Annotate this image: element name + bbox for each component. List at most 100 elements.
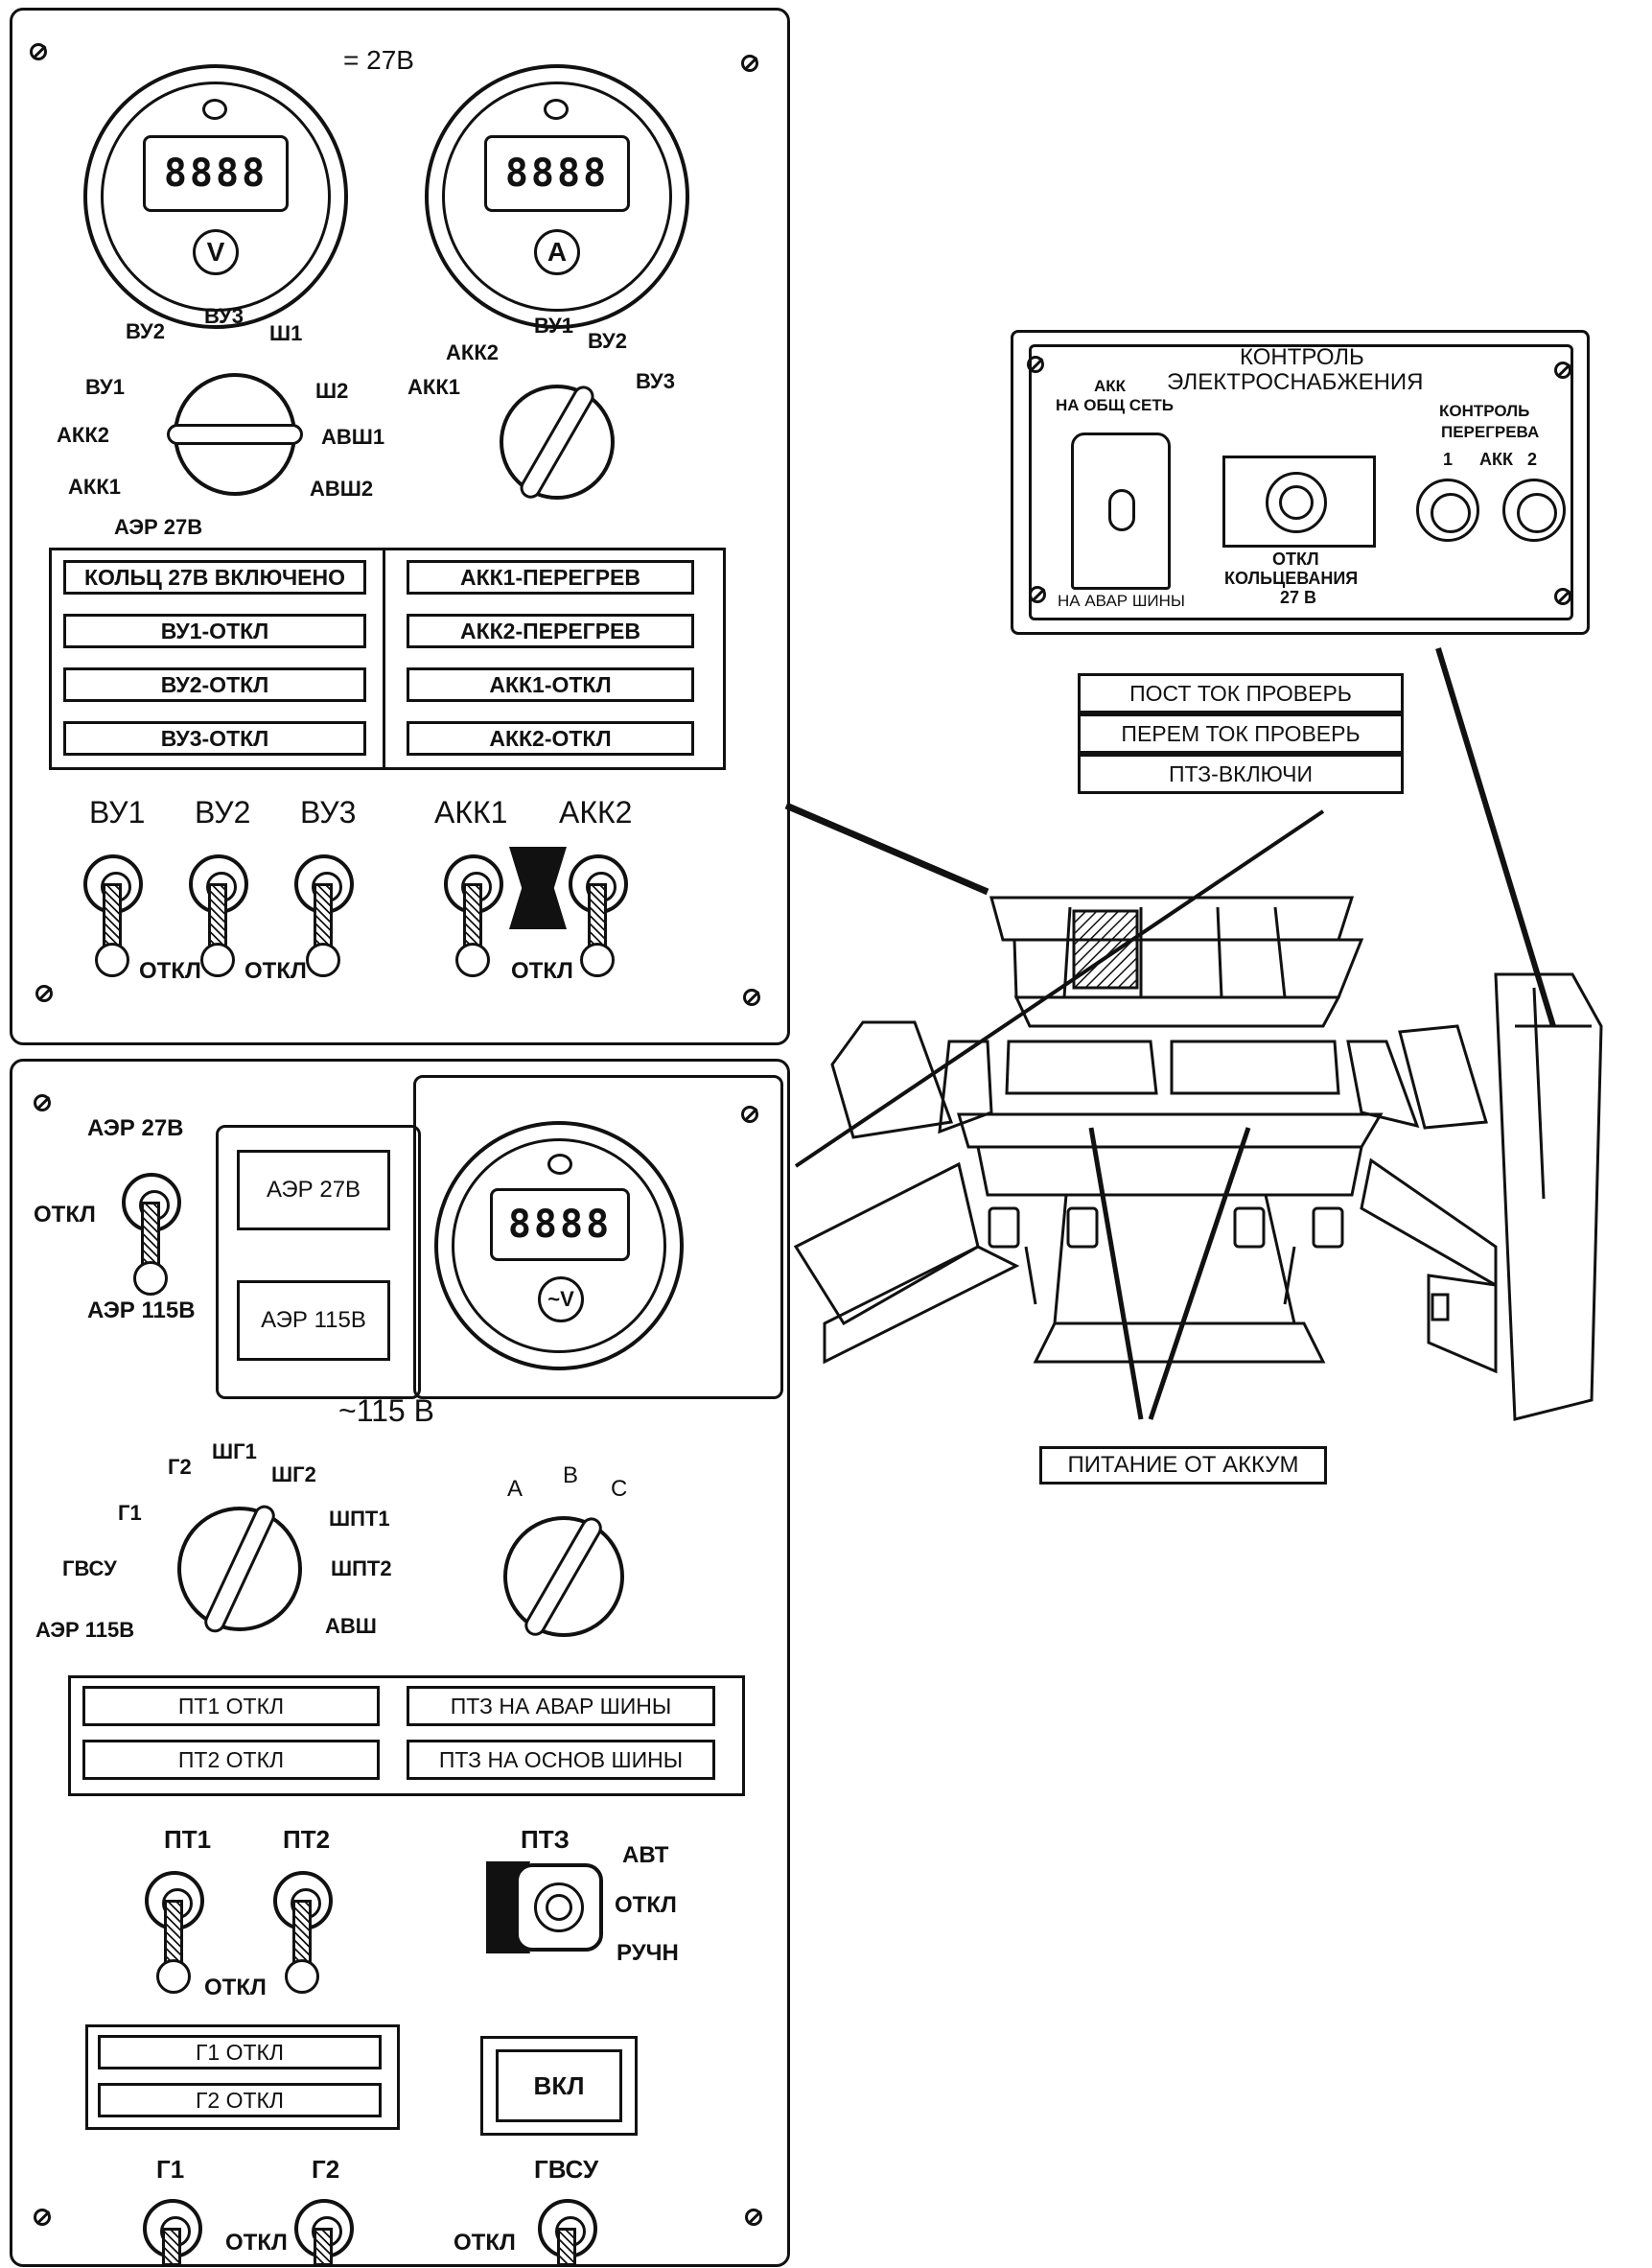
annunciator-acc2-off: АКК2-ОТКЛ [407, 721, 694, 756]
selector-position-label: АКК2 [57, 423, 109, 447]
annunciator-acc2-overheat: АКК2-ПЕРЕГРЕВ [407, 614, 694, 648]
annunciator-acc1-overheat: АКК1-ПЕРЕГРЕВ [407, 560, 694, 595]
selector-position-label: АКК1 [407, 375, 460, 399]
switch-label-vu1: ВУ1 [89, 795, 146, 830]
monitor-inner-frame [1029, 344, 1573, 620]
volt-unit-label: V [193, 229, 239, 275]
selector-position-label: ШПТ1 [329, 1507, 390, 1531]
ac-power-panel: АЭР 27В ОТКЛ АЭР 115В АЭР 27В АЭР 115В 8… [10, 1059, 790, 2267]
ring-off-label: 27 В [1280, 588, 1317, 607]
overheat-test-button-1[interactable] [1416, 479, 1479, 542]
toggle-pt1[interactable] [145, 1871, 204, 2015]
phase-label: А [507, 1476, 524, 1502]
voltmeter-compartment [413, 1075, 783, 1399]
adjust-knob[interactable] [202, 99, 227, 120]
amp-unit-label: A [534, 229, 580, 275]
phase-selector-knob[interactable] [503, 1513, 624, 1640]
screw [35, 985, 53, 1002]
adjust-knob[interactable] [547, 1154, 572, 1175]
annunciator-vu1-off: ВУ1-ОТКЛ [63, 614, 366, 648]
gen-off-label: ОТКЛ [454, 2230, 516, 2256]
toggle-aer[interactable] [122, 1173, 181, 1317]
overheat-test-button-2[interactable] [1502, 479, 1566, 542]
aer-compartment [216, 1125, 421, 1399]
off-label: ОТКЛ [139, 958, 201, 984]
switch-label-acc1: АКК1 [434, 795, 508, 830]
annunciator-pt3-main: ПТЗ НА ОСНОВ ШИНЫ [407, 1740, 715, 1780]
selector-position-label: ГВСУ [62, 1556, 117, 1580]
off-label: ОТКЛ [511, 958, 573, 984]
annunciator-pt3-emergency: ПТЗ НА АВАР ШИНЫ [407, 1686, 715, 1726]
selector-position-label: Г1 [118, 1501, 142, 1525]
voltage-display: 8888 [143, 135, 289, 212]
annunciator-acc1-off: АКК1-ОТКЛ [407, 667, 694, 702]
screw [1029, 586, 1046, 603]
phase-label: В [563, 1462, 579, 1488]
toggle-vu2[interactable] [189, 854, 248, 998]
selector-position-label: АКК2 [446, 340, 499, 364]
screw [1027, 356, 1044, 373]
ring-off-switch[interactable] [1222, 456, 1376, 548]
selector-position-label: ВУ1 [534, 314, 573, 338]
ac-volt-unit-label: ~V [538, 1276, 584, 1322]
selector-position-label: Ш1 [269, 321, 303, 345]
pt3-on-message: ПТЗ-ВКЛЮЧИ [1078, 754, 1404, 794]
acc-common-label: НА ОБЩ СЕТЬ [1056, 396, 1174, 414]
toggle-acc2[interactable] [569, 854, 628, 998]
overheat-label: ПЕРЕГРЕВА [1441, 423, 1540, 441]
acc-emergency-label: НА АВАР ШИНЫ [1058, 592, 1185, 610]
on-button[interactable]: ВКЛ [496, 2049, 622, 2122]
switch-label-gvsu: ГВСУ [534, 2155, 599, 2184]
aer-115-label: АЭР 115В [87, 1298, 196, 1323]
toggle-pt2[interactable] [273, 1871, 333, 2015]
overheat-label: КОНТРОЛЬ [1439, 402, 1530, 420]
selector-position-label: АКК1 [68, 475, 121, 499]
toggle-acc1[interactable] [444, 854, 503, 998]
adjust-knob[interactable] [544, 99, 569, 120]
voltmeter-selector-knob[interactable] [167, 373, 303, 496]
phase-label: С [611, 1476, 628, 1502]
aer-off-label: ОТКЛ [34, 1202, 96, 1228]
acc-guarded-switch[interactable] [1071, 433, 1171, 590]
current-display: 8888 [484, 135, 630, 212]
pt3-mode-auto: АВТ [622, 1842, 669, 1868]
selector-position-label: ВУ1 [85, 375, 125, 399]
toggle-vu3[interactable] [294, 854, 354, 998]
overheat-acc-label: АКК [1479, 450, 1513, 469]
overheat-1-label: 1 [1443, 450, 1454, 469]
screw [34, 1094, 51, 1111]
toggle-vu1[interactable] [83, 854, 143, 998]
aer-27-light: АЭР 27В [237, 1150, 390, 1230]
monitor-title: ЭЛЕКТРОСНАБЖЕНИЯ [1167, 369, 1424, 395]
selector-position-label: АЭР 27В [114, 515, 203, 539]
switch-label-acc2: АКК2 [559, 795, 633, 830]
ammeter-selector-knob[interactable] [500, 382, 615, 503]
ring-off-label: ОТКЛ [1272, 549, 1319, 569]
toggle-g1[interactable] [143, 2199, 202, 2266]
pt3-mode-manual: РУЧН [617, 1940, 679, 1966]
toggle-g2[interactable] [294, 2199, 354, 2266]
ac-selector-knob[interactable] [177, 1502, 302, 1636]
annunciator-vu2-off: ВУ2-ОТКЛ [63, 667, 366, 702]
overheat-2-label: 2 [1527, 450, 1538, 469]
gen2-off-light: Г2 ОТКЛ [98, 2083, 382, 2117]
dc-annunciator-panel: КОЛЬЦ 27В ВКЛЮЧЕНО АКК1-ПЕРЕГРЕВ ВУ1-ОТК… [49, 548, 726, 770]
selector-position-label: Г2 [168, 1455, 192, 1479]
on-button-frame [480, 2036, 638, 2136]
test-dc-message: ПОСТ ТОК ПРОВЕРЬ [1078, 673, 1404, 713]
switch-label-vu3: ВУ3 [300, 795, 357, 830]
battery-power-label: ПИТАНИЕ ОТ АККУМ [1039, 1446, 1327, 1485]
dc-power-panel: = 27В 8888 V 8888 A ВУ2 ВУ3 Ш1 ВУ1 Ш2 АК… [10, 8, 790, 1045]
toggle-gvsu[interactable] [538, 2199, 597, 2266]
pt3-mode-switch[interactable] [515, 1863, 603, 1952]
screw [1554, 588, 1571, 605]
switch-label-vu2: ВУ2 [195, 795, 251, 830]
selector-position-label: ШПТ2 [331, 1556, 392, 1580]
aer-115-light: АЭР 115В [237, 1280, 390, 1361]
annunciator-vu3-off: ВУ3-ОТКЛ [63, 721, 366, 756]
switch-label-g2: Г2 [312, 2155, 340, 2184]
selector-position-label: ВУ3 [636, 369, 675, 393]
panel-title: = 27В [343, 45, 414, 75]
switch-label-pt2: ПТ2 [283, 1825, 331, 1854]
